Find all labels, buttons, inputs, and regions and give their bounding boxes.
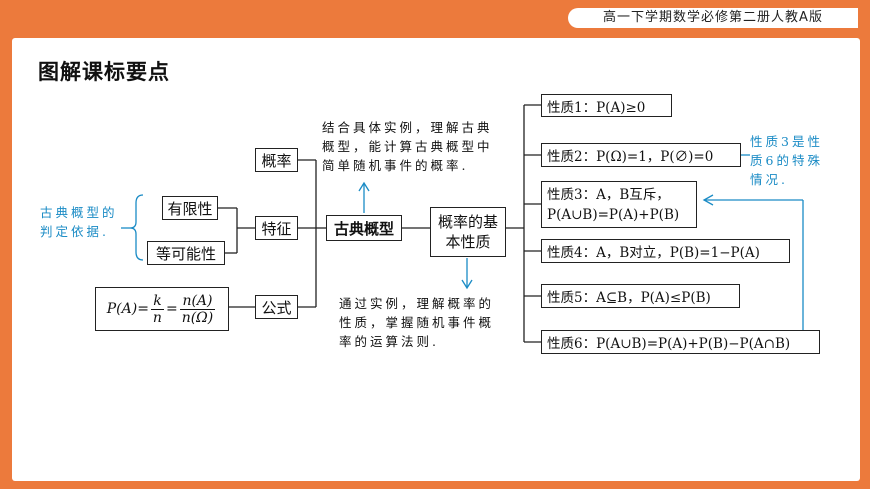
property-6: 性质6：P(A∪B)=P(A)+P(B)−P(A∩B) — [541, 330, 820, 354]
property-4: 性质4：A，B对立，P(B)=1−P(A) — [541, 239, 790, 263]
note-right-line1: 性质3是性 — [750, 134, 823, 149]
note-right-line3: 情况. — [750, 172, 788, 187]
note-top-line1: 结合具体实例，理解古典 — [322, 120, 493, 135]
property-2: 性质2：P(Ω)=1，P(∅)=0 — [541, 143, 741, 167]
objective-note-top: 结合具体实例，理解古典 概型，能计算古典概型中 简单随机事件的概率. — [322, 118, 493, 175]
property-3-line2: P(A∪B)=P(A)+P(B) — [547, 206, 680, 223]
formula-lhs: P(A)= — [106, 301, 149, 317]
fraction-denominator-n: n — [152, 309, 162, 326]
classical-probability-box: 古典概型 — [326, 215, 402, 241]
property-3-line1: 性质3：A，B互斥， — [547, 186, 670, 203]
property-3: 性质3：A，B互斥， P(A∪B)=P(A)+P(B) — [541, 181, 697, 228]
equal-likelihood-box: 等可能性 — [147, 241, 225, 265]
fraction-nA-nOmega: n(A)n(Ω) — [180, 293, 216, 326]
formula-label-box: 公式 — [255, 295, 298, 319]
course-tag: 高一下学期数学必修第二册人教A版 — [568, 8, 858, 28]
note-top-line2: 概型，能计算古典概型中 — [322, 139, 493, 154]
note-bottom-line3: 率的运算法则. — [339, 334, 439, 349]
note-bottom-line1: 通过实例，理解概率的 — [339, 296, 495, 311]
formula-equals: = — [165, 301, 178, 317]
note-left-line2: 判定依据. — [40, 224, 109, 239]
objective-note-bottom: 通过实例，理解概率的 性质，掌握随机事件概 率的运算法则. — [339, 294, 494, 351]
basic-properties-box: 概率的基 本性质 — [430, 207, 506, 257]
note-top-line3: 简单随机事件的概率. — [322, 158, 469, 173]
note-left-line1: 古典概型的 — [40, 205, 118, 220]
basic-properties-line1: 概率的基 — [437, 213, 498, 231]
annotation-left: 古典概型的 判定依据. — [40, 203, 118, 241]
note-bottom-line2: 性质，掌握随机事件概 — [339, 315, 495, 330]
note-right-line2: 质6的特殊 — [750, 153, 823, 168]
annotation-right: 性质3是性 质6的特殊 情况. — [750, 132, 823, 189]
finite-box: 有限性 — [162, 196, 218, 220]
page-title: 图解课标要点 — [38, 60, 170, 84]
fraction-numerator-nA: n(A) — [180, 292, 215, 310]
basic-properties-line2: 本性质 — [445, 233, 491, 251]
fraction-denominator-nOmega: n(Ω) — [181, 309, 214, 326]
probability-box: 概率 — [255, 148, 298, 172]
feature-box: 特征 — [255, 216, 298, 240]
property-5: 性质5：A⊆B，P(A)≤P(B) — [541, 284, 740, 308]
property-1: 性质1：P(A)≥0 — [541, 94, 672, 117]
fraction-numerator-k: k — [151, 292, 164, 310]
